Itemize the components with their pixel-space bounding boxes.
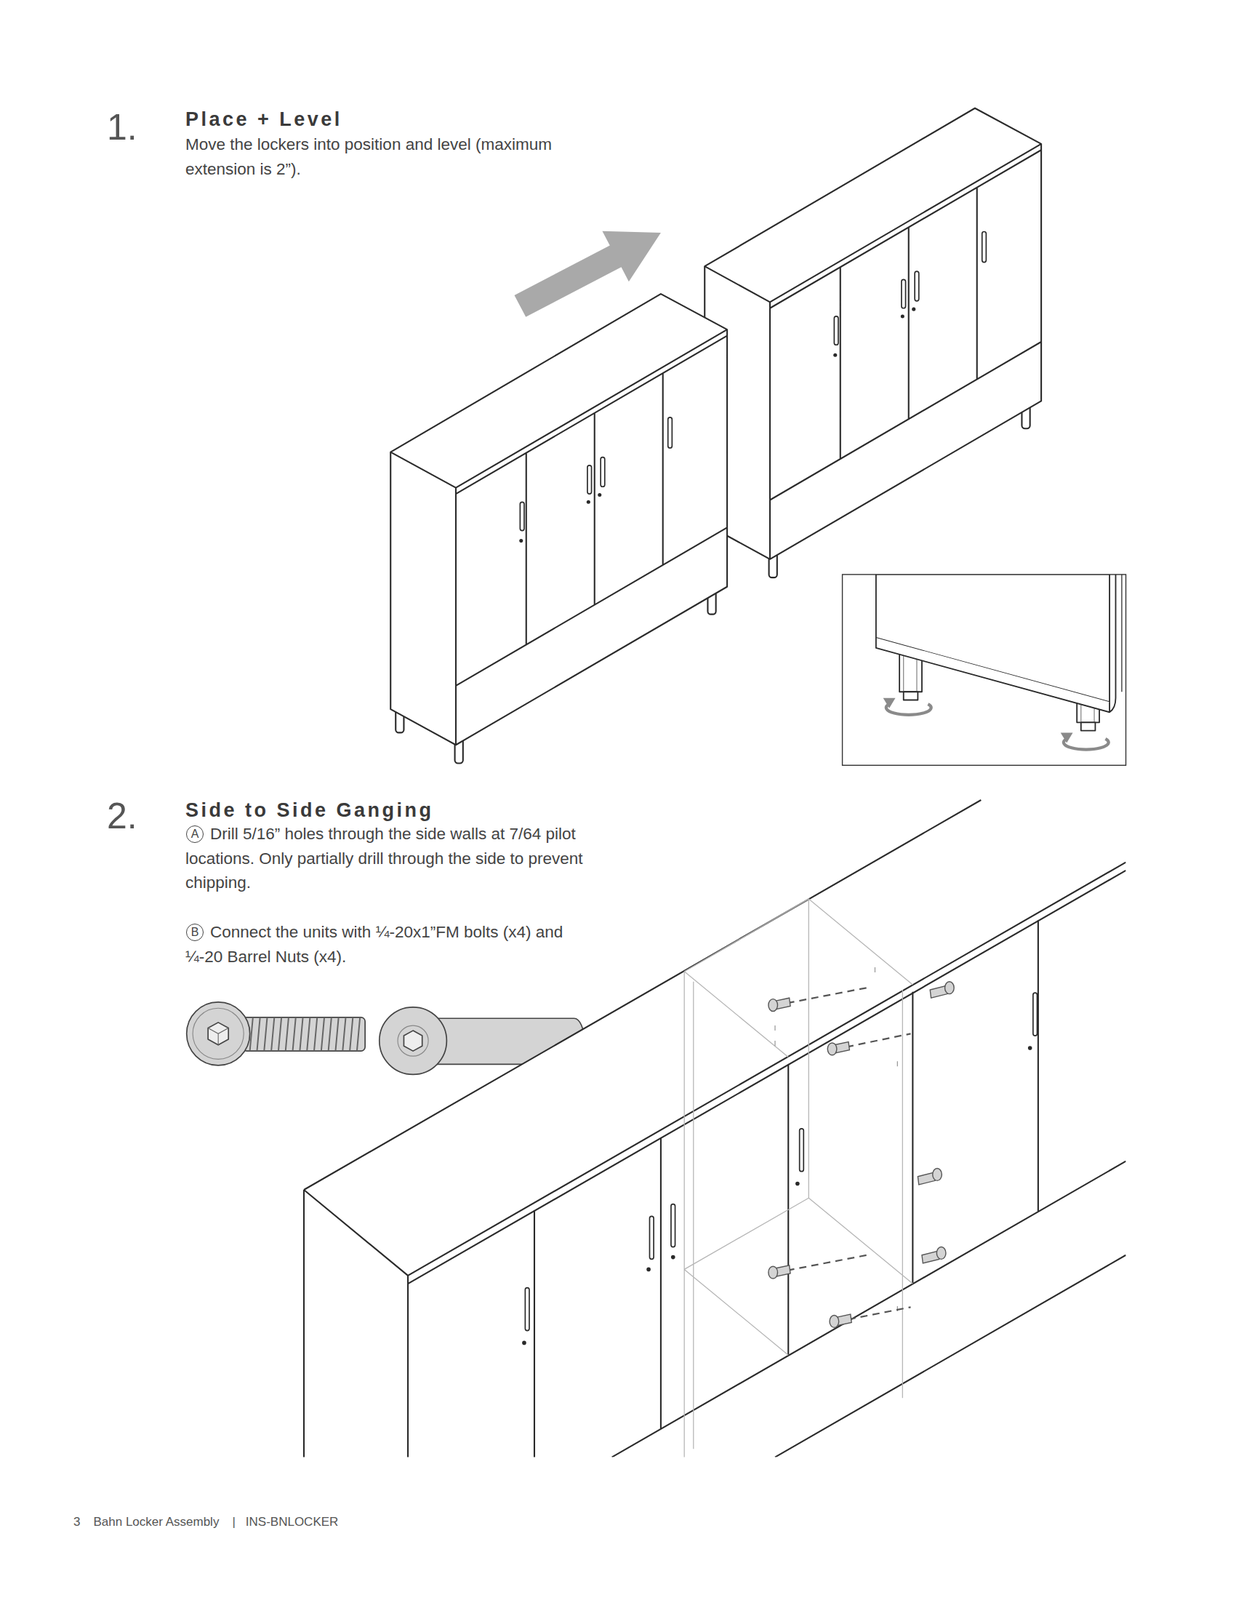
leveler-inset bbox=[842, 574, 1127, 765]
step-title: Place + Level bbox=[185, 107, 343, 131]
fm-bolt bbox=[186, 1001, 365, 1066]
callout-letter: A bbox=[186, 825, 204, 843]
instruction-text: Connect the units with ¼-20x1”FM bolts (… bbox=[185, 919, 604, 969]
callout-text: B bbox=[191, 926, 200, 938]
instruction-text: Drill 5/16” holes through the side walls… bbox=[185, 821, 604, 896]
locker-cabinet bbox=[390, 293, 728, 763]
bolt-symbol bbox=[768, 997, 852, 1327]
footer-separator: | bbox=[231, 1514, 235, 1530]
barrel-nut-symbol bbox=[917, 981, 954, 1263]
ghost-cabinet bbox=[684, 898, 913, 1457]
ganged-lockers bbox=[303, 799, 1127, 1458]
step-number: 1. bbox=[106, 105, 138, 150]
callout-letter: B bbox=[186, 923, 204, 941]
instruction-text: Move the lockers into position and level… bbox=[185, 132, 600, 182]
footer-title: Bahn Locker Assembly bbox=[93, 1514, 219, 1530]
page-number: 3 bbox=[73, 1514, 80, 1530]
locker-cabinet bbox=[704, 108, 1042, 578]
callout-text: A bbox=[191, 828, 200, 840]
document-code: INS-BNLOCKER bbox=[245, 1514, 339, 1530]
step-title: Side to Side Ganging bbox=[185, 798, 435, 822]
move-arrow bbox=[514, 231, 661, 317]
step-number: 2. bbox=[106, 793, 138, 838]
